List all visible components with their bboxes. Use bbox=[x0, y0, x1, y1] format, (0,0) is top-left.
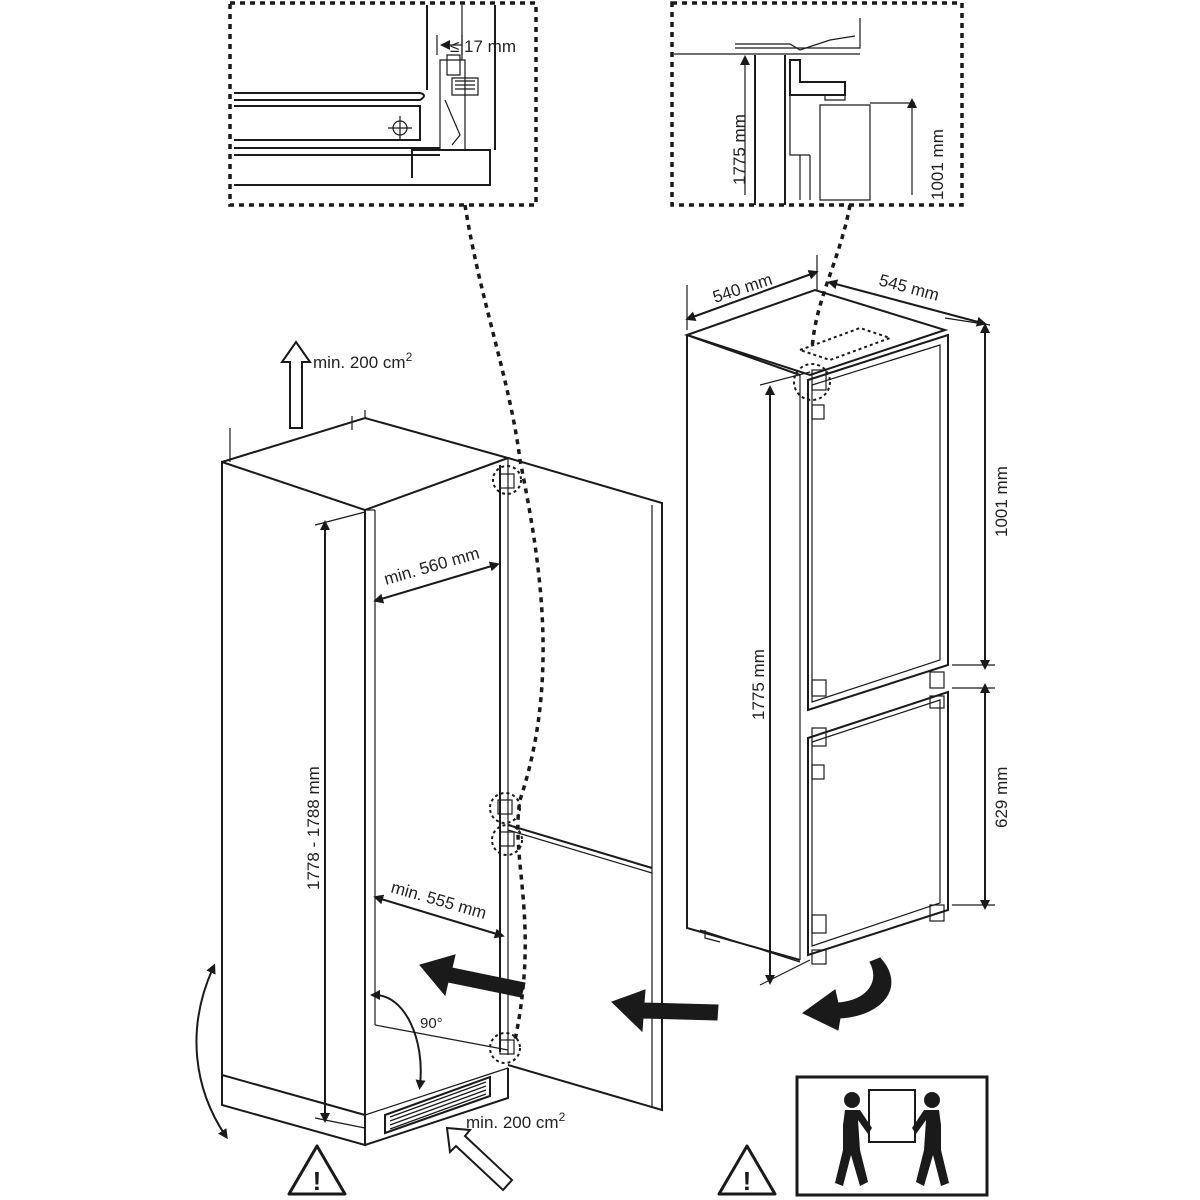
warning-sign-left: ! bbox=[287, 1144, 347, 1196]
fridge-upper-door-dimension: 1001 mm bbox=[952, 323, 1011, 670]
rotate-arrow bbox=[802, 957, 892, 1031]
cabinet-width-top-dimension: min. 560 mm bbox=[373, 543, 500, 604]
cabinet-width-top-label: min. 560 mm bbox=[382, 543, 482, 588]
warning-symbol-left: ! bbox=[313, 1166, 322, 1196]
warning-symbol-right: ! bbox=[743, 1166, 752, 1196]
swing-arrow-left bbox=[195, 963, 228, 1140]
fridge-depth-dimension: 545 mm bbox=[827, 271, 991, 327]
two-person-lift-icon bbox=[795, 1075, 989, 1197]
fridge-height-label: 1775 mm bbox=[749, 649, 768, 720]
vent-bottom-label: min. 200 cm2 bbox=[466, 1110, 566, 1132]
leader-right bbox=[810, 204, 852, 351]
kitchen-cabinet bbox=[221, 410, 663, 1147]
detail-upper-label: 1001 mm bbox=[928, 129, 947, 200]
angle-label: 90° bbox=[420, 1015, 443, 1032]
fridge-depth-label: 545 mm bbox=[877, 271, 941, 305]
detail-box-top-bracket: 1775 mm 1001 mm bbox=[670, 1, 964, 207]
fridge-width-dimension: 540 mm bbox=[685, 255, 819, 330]
warning-sign-right: ! bbox=[717, 1144, 777, 1196]
fridge-appliance bbox=[683, 288, 949, 965]
cabinet-width-bottom-dimension: min. 555 mm bbox=[373, 878, 505, 939]
push-arrow-fridge bbox=[611, 989, 719, 1033]
cabinet-height-dimension: 1778 - 1788 mm bbox=[304, 511, 366, 1129]
fridge-upper-door-label: 1001 mm bbox=[992, 466, 1011, 537]
vent-top-label: min. 200 cm2 bbox=[313, 350, 413, 372]
push-arrow-cabinet bbox=[419, 954, 526, 998]
leader-left bbox=[463, 204, 545, 1041]
vent-bottom-arrow: min. 200 cm2 bbox=[445, 1110, 566, 1192]
cabinet-height-label: 1778 - 1788 mm bbox=[304, 766, 323, 890]
fridge-width-label: 540 mm bbox=[710, 270, 774, 307]
gap-label: ≤ 17 mm bbox=[450, 37, 516, 56]
fridge-lower-door-dimension: 629 mm bbox=[952, 683, 1011, 910]
detail-box-hinge-gap: ≤ 17 mm bbox=[228, 1, 538, 207]
vent-top-arrow: min. 200 cm2 bbox=[280, 340, 413, 429]
fridge-height-dimension: 1775 mm bbox=[749, 371, 811, 986]
angle-indicator: 90° bbox=[370, 990, 443, 1090]
detail-height-label: 1775 mm bbox=[730, 114, 749, 185]
fridge-lower-door-label: 629 mm bbox=[992, 767, 1011, 828]
